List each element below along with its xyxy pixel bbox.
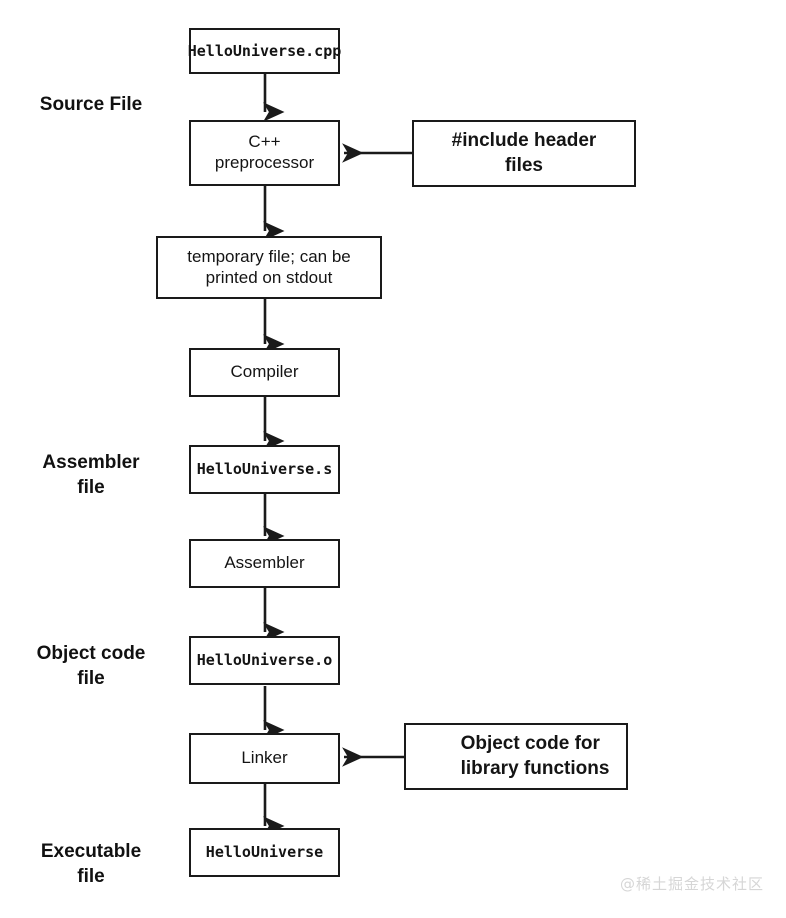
node-hellouniverse-executable[interactable]: HelloUniverse [189,828,340,877]
node-hellouniverse-s[interactable]: HelloUniverse.s [189,445,340,494]
stage-label-object-code-file: Object code file [36,643,146,690]
node-temporary-file[interactable]: temporary file; can be printed on stdout [156,236,382,299]
stage-label-source-file: Source File [39,94,143,115]
node-include-header-files[interactable]: #include header files [412,120,636,187]
node-cpp-preprocessor[interactable]: C++ preprocessor [189,120,340,186]
stage-label-assembler-file: Assembler file [42,452,140,499]
node-hellouniverse-o[interactable]: HelloUniverse.o [189,636,340,685]
node-assembler[interactable]: Assembler [189,539,340,588]
node-object-code-library[interactable]: Object code for library functions [404,723,628,790]
watermark-text: @稀土掘金技术社区 [620,875,765,893]
stage-label-executable-file: Executable file [40,841,142,888]
node-hellouniverse-cpp[interactable]: HelloUniverse.cpp [188,28,341,74]
node-compiler[interactable]: Compiler [189,348,340,397]
node-linker[interactable]: Linker [189,733,340,784]
